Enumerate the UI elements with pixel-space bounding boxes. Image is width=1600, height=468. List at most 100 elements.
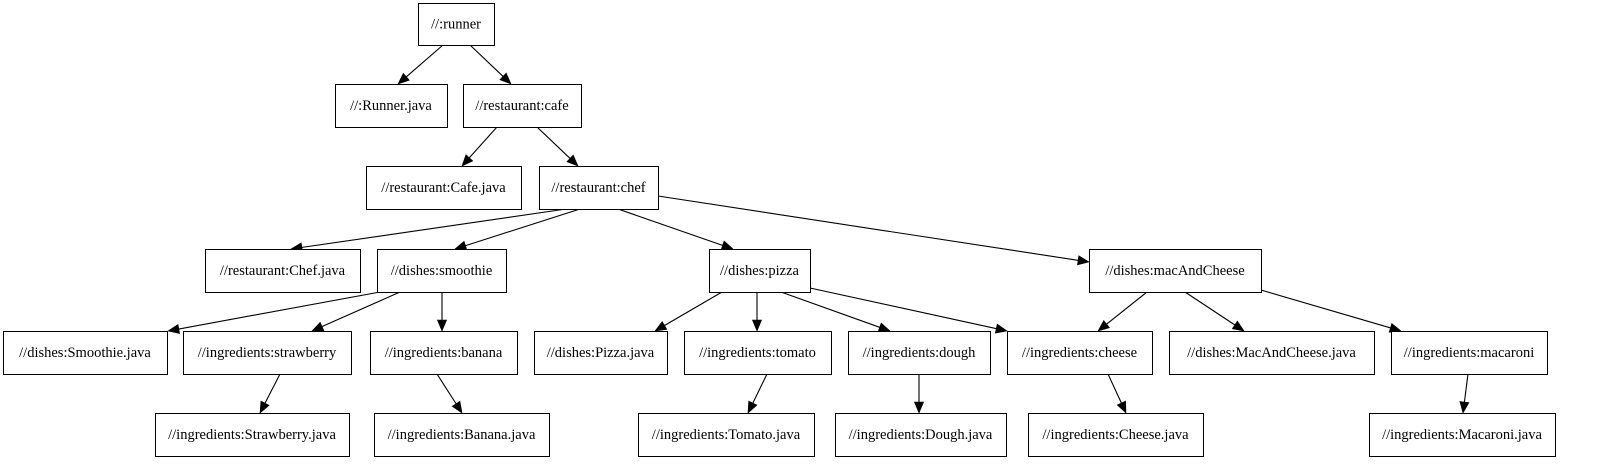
graph-edge xyxy=(654,291,723,332)
graph-node-banana_java[interactable]: //ingredients:Banana.java xyxy=(374,413,550,457)
edge-arrowhead xyxy=(994,323,1008,334)
graph-edge xyxy=(259,373,281,414)
graph-edge xyxy=(809,287,1008,334)
node-label: //ingredients:macaroni xyxy=(1404,345,1534,361)
edge-line xyxy=(1107,373,1123,405)
graph-edge xyxy=(657,195,1090,266)
node-label: //restaurant:chef xyxy=(551,180,645,196)
edge-arrowhead xyxy=(499,72,512,85)
graph-node-macandchs_java[interactable]: //dishes:MacAndCheese.java xyxy=(1169,331,1375,375)
edge-line xyxy=(1105,291,1148,326)
graph-edge xyxy=(436,373,463,414)
node-label: //dishes:Smoothie.java xyxy=(19,345,151,361)
node-label: //ingredients:strawberry xyxy=(198,345,337,361)
edge-line xyxy=(300,208,567,249)
edge-arrowhead xyxy=(877,322,891,332)
node-box[interactable] xyxy=(835,413,1007,457)
edge-line xyxy=(536,126,572,160)
node-box[interactable] xyxy=(418,3,495,46)
edge-arrowhead xyxy=(1077,255,1090,266)
edge-line xyxy=(436,373,458,406)
graph-node-ing_tomato[interactable]: //ingredients:tomato xyxy=(684,331,832,375)
graph-node-macaroni_java[interactable]: //ingredients:Macaroni.java xyxy=(1369,413,1556,457)
node-box[interactable] xyxy=(3,331,168,375)
node-label: //ingredients:Strawberry.java xyxy=(168,427,336,443)
graph-edge xyxy=(311,291,401,332)
node-box[interactable] xyxy=(155,413,350,457)
node-box[interactable] xyxy=(1169,331,1375,375)
node-label: //:Runner.java xyxy=(350,98,432,114)
edge-line xyxy=(662,291,723,327)
edge-arrowhead xyxy=(1388,322,1402,333)
edge-arrowhead xyxy=(1231,320,1245,332)
node-label: //ingredients:banana xyxy=(385,345,503,361)
node-box[interactable] xyxy=(1369,413,1556,457)
graph-node-ing_banana[interactable]: //ingredients:banana xyxy=(370,331,518,375)
graph-edge xyxy=(913,374,925,414)
node-box[interactable] xyxy=(1007,331,1153,375)
node-box[interactable] xyxy=(183,331,352,375)
node-box[interactable] xyxy=(370,331,518,375)
graph-node-tomato_java[interactable]: //ingredients:Tomato.java xyxy=(638,413,815,457)
nodes-layer: //:runner //:Runner.java //restaurant:cafe… xyxy=(3,3,1556,457)
node-label: //restaurant:Cafe.java xyxy=(381,180,506,196)
graph-node-ing_dough[interactable]: //ingredients:dough xyxy=(848,331,991,375)
node-box[interactable] xyxy=(848,331,991,375)
node-box[interactable] xyxy=(335,84,448,128)
graph-edge xyxy=(751,292,763,332)
graph-edge xyxy=(747,373,768,414)
node-box[interactable] xyxy=(377,249,507,293)
graph-node-dishes_macandchs[interactable]: //dishes:macAndCheese xyxy=(1089,249,1262,293)
graph-node-strawberry_java[interactable]: //ingredients:Strawberry.java xyxy=(155,413,350,457)
graph-node-dishes_smoothie[interactable]: //dishes:smoothie xyxy=(377,249,507,293)
node-box[interactable] xyxy=(709,249,811,293)
graph-edge xyxy=(1107,373,1127,414)
node-box[interactable] xyxy=(366,166,522,210)
edge-line xyxy=(1184,291,1237,327)
graph-node-chef_java[interactable]: //restaurant:Chef.java xyxy=(205,249,361,293)
graph-node-restaurant_cafe[interactable]: //restaurant:cafe xyxy=(463,84,582,128)
node-label: //dishes:smoothie xyxy=(391,263,493,279)
graph-node-restaurant_chef[interactable]: //restaurant:chef xyxy=(539,166,659,210)
graph-edge xyxy=(1097,291,1148,332)
node-box[interactable] xyxy=(638,413,815,457)
graph-node-runner_java[interactable]: //:Runner.java xyxy=(335,84,448,128)
node-box[interactable] xyxy=(1391,331,1548,375)
node-box[interactable] xyxy=(205,249,361,293)
node-label: //dishes:pizza xyxy=(720,263,799,279)
node-box[interactable] xyxy=(534,331,668,375)
edge-arrowhead xyxy=(461,154,474,167)
node-label: //:runner xyxy=(431,16,481,32)
node-label: //dishes:macAndCheese xyxy=(1105,263,1244,279)
graph-node-ing_macaroni[interactable]: //ingredients:macaroni xyxy=(1391,331,1548,375)
edge-arrowhead xyxy=(1116,400,1127,414)
graph-node-smoothie_java[interactable]: //dishes:Smoothie.java xyxy=(3,331,168,375)
node-box[interactable] xyxy=(463,84,582,128)
node-label: //ingredients:Tomato.java xyxy=(652,427,801,443)
graph-edge xyxy=(469,44,512,85)
node-label: //ingredients:Cheese.java xyxy=(1042,427,1189,443)
graph-node-dough_java[interactable]: //ingredients:Dough.java xyxy=(835,413,1007,457)
graph-node-ing_strawberry[interactable]: //ingredients:strawberry xyxy=(183,331,352,375)
edge-arrowhead xyxy=(311,321,325,332)
graph-node-ing_cheese[interactable]: //ingredients:cheese xyxy=(1007,331,1153,375)
node-box[interactable] xyxy=(684,331,832,375)
graph-node-cheese_java[interactable]: //ingredients:Cheese.java xyxy=(1028,413,1204,457)
graph-node-cafe_java[interactable]: //restaurant:Cafe.java xyxy=(366,166,522,210)
edge-line xyxy=(320,291,401,328)
node-box[interactable] xyxy=(374,413,550,457)
edge-line xyxy=(809,287,998,330)
edge-line xyxy=(751,373,768,405)
node-label: //ingredients:Dough.java xyxy=(849,427,993,443)
graph-node-pizza_java[interactable]: //dishes:Pizza.java xyxy=(534,331,668,375)
node-box[interactable] xyxy=(539,166,659,210)
node-label: //ingredients:Macaroni.java xyxy=(1382,427,1542,443)
graph-edge xyxy=(1184,291,1245,332)
graph-node-runner[interactable]: //:runner xyxy=(418,3,495,46)
node-label: //ingredients:dough xyxy=(863,345,977,361)
node-box[interactable] xyxy=(1089,249,1262,293)
edge-line xyxy=(467,126,498,160)
node-box[interactable] xyxy=(1028,413,1204,457)
graph-node-dishes_pizza[interactable]: //dishes:pizza xyxy=(709,249,811,293)
edge-line xyxy=(177,291,381,330)
